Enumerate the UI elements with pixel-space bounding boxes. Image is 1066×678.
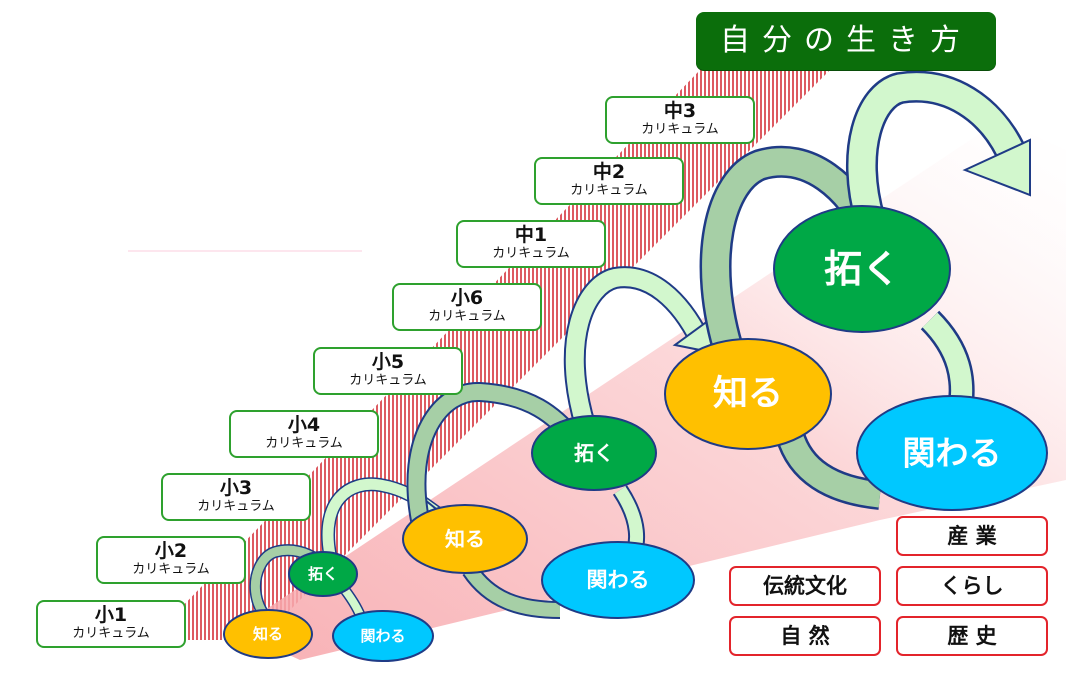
cycle-3-ribbon <box>699 70 1031 510</box>
stair-sub: カリキュラム <box>492 246 570 261</box>
staircase-stripe-band <box>150 70 830 640</box>
stair-sub: カリキュラム <box>428 309 506 324</box>
shiru-label-small: 知る <box>253 625 283 643</box>
stair-grade: 小4 <box>287 414 321 436</box>
cycle-2: 拓く 知る 関わる <box>402 415 695 619</box>
stair-grade: 小3 <box>219 477 253 499</box>
stair-grade: 中1 <box>514 224 548 246</box>
stair-sho2: 小2 カリキュラム <box>96 536 246 584</box>
stair-grade: 小2 <box>154 540 188 562</box>
stair-sho1: 小1 カリキュラム <box>36 600 186 648</box>
stair-grade: 小5 <box>371 351 405 373</box>
hiraku-label-large: 拓く <box>824 247 900 291</box>
hiraku-node-large <box>773 205 951 333</box>
hiraku-node-medium <box>531 415 657 491</box>
hiraku-label-small: 拓く <box>308 565 338 583</box>
kakawaru-label-small: 関わる <box>360 627 405 645</box>
stair-sho6: 小6 カリキュラム <box>392 283 542 331</box>
hiraku-label-medium: 拓く <box>574 441 614 465</box>
cycle-3: 拓く 知る 関わる <box>664 205 1048 511</box>
stair-grade: 小6 <box>450 287 484 309</box>
kakawaru-node-large <box>856 395 1048 511</box>
shiru-node-medium <box>402 504 528 574</box>
kakawaru-label-large: 関わる <box>903 434 1002 473</box>
stair-sub: カリキュラム <box>570 183 648 198</box>
stair-grade: 中3 <box>663 100 697 122</box>
theme-sangyo: 産 業 <box>896 516 1048 556</box>
stair-sho4: 小4 カリキュラム <box>229 410 379 458</box>
theme-dento-bunka: 伝統文化 <box>729 566 881 606</box>
stair-grade: 小1 <box>94 604 128 626</box>
cycle-2-ribbon <box>406 266 727 619</box>
shiru-label-large: 知る <box>713 374 783 414</box>
shiru-node-small <box>223 609 313 659</box>
kakawaru-node-small <box>332 610 434 662</box>
stair-sub: カリキュラム <box>72 626 150 641</box>
shiru-label-medium: 知る <box>445 527 485 551</box>
stair-sub: カリキュラム <box>132 562 210 577</box>
stair-sub: カリキュラム <box>641 122 719 137</box>
title-banner: 自分の生き方 <box>696 12 996 70</box>
stair-chu2: 中2 カリキュラム <box>534 157 684 205</box>
cycle-1: 拓く 知る 関わる <box>223 551 434 662</box>
stair-chu3: 中3 カリキュラム <box>605 96 755 144</box>
shiru-node-large <box>664 338 832 450</box>
kakawaru-label-medium: 関わる <box>587 568 650 592</box>
theme-rekishi: 歴 史 <box>896 616 1048 656</box>
kakawaru-node-medium <box>541 541 695 619</box>
stair-sub: カリキュラム <box>197 499 275 514</box>
stair-sub: カリキュラム <box>349 373 427 388</box>
stair-grade: 中2 <box>592 161 626 183</box>
stair-sho5: 小5 カリキュラム <box>313 347 463 395</box>
hiraku-node-small <box>288 551 358 597</box>
stair-chu1: 中1 カリキュラム <box>456 220 606 268</box>
stair-sho3: 小3 カリキュラム <box>161 473 311 521</box>
theme-shizen: 自 然 <box>729 616 881 656</box>
theme-kurashi: くらし <box>896 566 1048 606</box>
stair-sub: カリキュラム <box>265 436 343 451</box>
